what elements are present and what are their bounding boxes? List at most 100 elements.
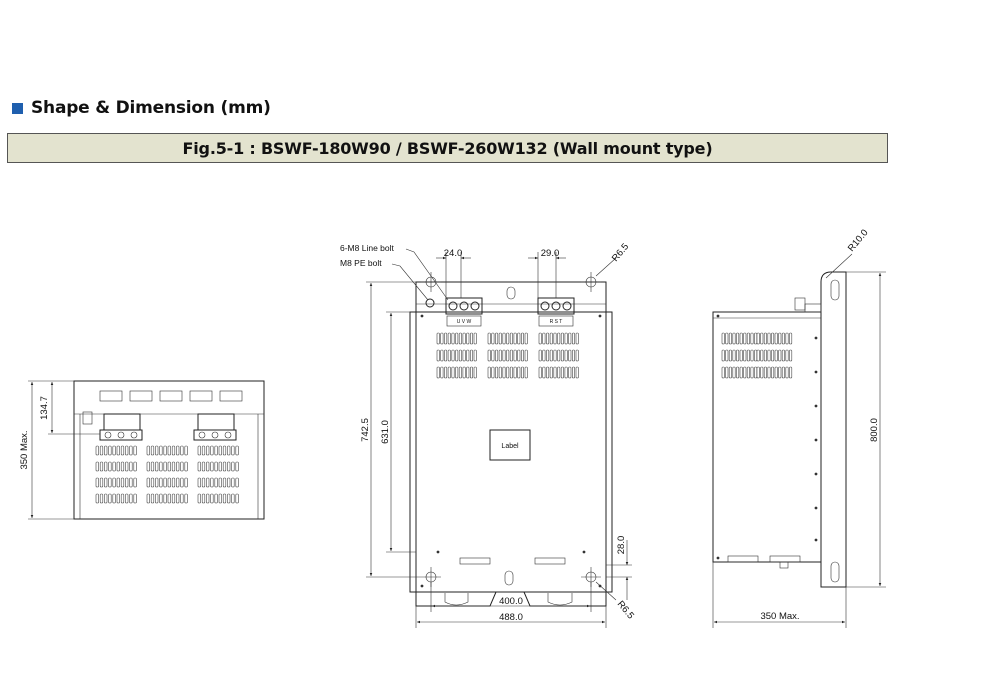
vent-slot [235, 445, 239, 456]
vent-slot [728, 366, 732, 379]
vent-slot [509, 332, 513, 345]
vent-slot [564, 366, 568, 379]
vent-slot [440, 349, 444, 362]
vent-slot [721, 332, 725, 345]
vent-slot [520, 349, 524, 362]
vent-slot [498, 332, 502, 345]
vent-slot [513, 349, 517, 362]
vent-slot [455, 332, 459, 345]
vent-slot [231, 445, 235, 456]
vent-slot [542, 366, 546, 379]
vent-slot [180, 477, 184, 488]
vent-slot [222, 461, 227, 472]
vent-slot [771, 366, 775, 379]
vent-slot [218, 445, 222, 456]
vent-slot [146, 461, 150, 472]
vent-slot [184, 493, 188, 504]
vent-slot [222, 445, 227, 456]
vent-slot [201, 445, 206, 456]
vent-slot [549, 366, 553, 379]
vent-slot [99, 477, 104, 488]
vent-slot [575, 332, 579, 345]
section-heading: Shape & Dimension (mm) [12, 98, 271, 118]
vent-slot [789, 349, 793, 362]
front-view-mount-holes [421, 272, 601, 587]
vent-slot [568, 349, 572, 362]
vent-slot [129, 445, 133, 456]
vent-slot [112, 445, 116, 456]
vent-slot [517, 366, 521, 379]
side-view: R10.0 800.0 350 Max. [712, 227, 886, 628]
top-view-body [73, 380, 265, 520]
vent-slot [564, 332, 568, 345]
vent-slot [125, 477, 129, 488]
front-view-label-box [489, 429, 531, 461]
vent-slot [739, 349, 743, 362]
vent-slot [159, 493, 163, 504]
side-view-radius-label: R10.0 [846, 227, 871, 253]
vent-slot [785, 349, 789, 362]
vent-slot [133, 477, 137, 488]
vent-slot [520, 332, 524, 345]
vent-slot [560, 366, 564, 379]
side-view-height-label: 800.0 [869, 418, 880, 442]
vent-slot [538, 349, 542, 362]
vent-slot [495, 332, 499, 345]
vent-slot [455, 366, 459, 379]
vent-slot [760, 332, 764, 345]
vent-slot [171, 477, 176, 488]
vent-slot [218, 477, 222, 488]
vent-slot [227, 477, 231, 488]
vent-slot [743, 332, 747, 345]
vent-slot [487, 332, 491, 345]
vent-slot [546, 349, 550, 362]
vent-slot [774, 332, 778, 345]
vent-slot [176, 461, 180, 472]
vent-slot [736, 366, 740, 379]
vent-slot [120, 493, 125, 504]
vent-slot [754, 349, 758, 362]
vent-slot [557, 332, 561, 345]
vent-slot [495, 366, 499, 379]
vent-slot [571, 349, 575, 362]
vent-slot [155, 477, 159, 488]
vent-slot [571, 366, 575, 379]
vent-slot [725, 332, 729, 345]
front-view-total-height-label: 742.5 [360, 418, 371, 442]
vent-slot [180, 445, 184, 456]
vent-slot [553, 332, 557, 345]
vent-slot [197, 477, 201, 488]
vent-slot [133, 445, 137, 456]
vent-slot [180, 493, 184, 504]
vent-slot [436, 332, 440, 345]
side-view-wall-plate [820, 271, 847, 588]
callout-line-bolt: 6-M8 Line bolt [340, 243, 395, 253]
vent-slot [546, 332, 550, 345]
vent-slot [473, 366, 477, 379]
callout-pe-bolt: M8 PE bolt [340, 258, 382, 268]
vent-slot [509, 349, 513, 362]
vent-slot [560, 349, 564, 362]
front-view-top-slot [506, 286, 516, 300]
vent-slot [469, 349, 473, 362]
vent-slot [214, 493, 218, 504]
vent-slot [462, 366, 466, 379]
vent-slot [542, 332, 546, 345]
vent-slot [564, 349, 568, 362]
vent-slot [440, 366, 444, 379]
vent-slot [231, 461, 235, 472]
vent-slot [108, 477, 112, 488]
vent-slot [112, 493, 116, 504]
vent-slot [778, 332, 782, 345]
vent-slot [104, 477, 108, 488]
vent-slot [95, 461, 99, 472]
vent-slot [732, 349, 736, 362]
top-view-terminal-left [99, 413, 143, 441]
vent-slot [210, 477, 214, 488]
vent-slot [763, 366, 767, 379]
vent-slot [214, 445, 218, 456]
vent-slot [227, 461, 231, 472]
front-view-bottom-slot-left [444, 593, 469, 606]
vent-slot [171, 461, 176, 472]
vent-slot [546, 366, 550, 379]
